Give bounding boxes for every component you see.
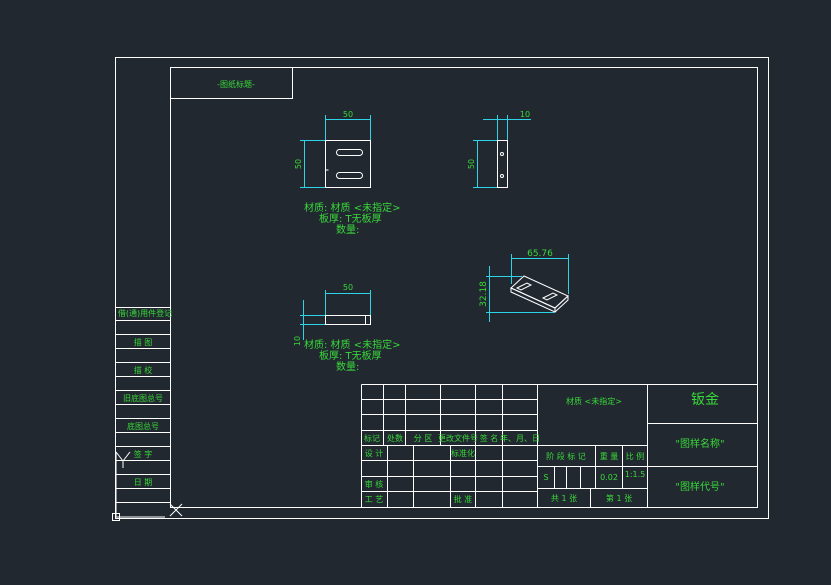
tb-approve: 批 准 [454, 494, 473, 504]
top-view-height-dim: 10 [293, 336, 302, 346]
top-view[interactable]: 50 10 [293, 283, 371, 346]
tb-header-sign: 签 名 [480, 433, 499, 443]
outer-frame [115, 57, 769, 519]
side-view-height-dim: 50 [467, 159, 476, 169]
stamp-box-label: -图纸标题- [217, 79, 255, 89]
left-strip-label: 底图总号 [127, 421, 159, 431]
notes-block-2: 材质: 材质 <未指定> 板厚: T无板厚 数量: [304, 338, 400, 373]
left-strip-label: 日 期 [134, 478, 153, 487]
left-strip-label: 借(通)用件登记 [118, 308, 172, 318]
side-view[interactable]: 10 50 [467, 110, 531, 188]
front-view-width-dim: 50 [343, 110, 353, 119]
note-line: 板厚: T无板厚 [319, 212, 382, 225]
tb-stage-mark: 阶 段 标 记 [546, 451, 586, 461]
left-strip-label: 旧底图总号 [123, 393, 163, 403]
note-line: 数量: [336, 223, 359, 236]
left-strip-labels: 借(通)用件登记 描 图 描 校 旧底图总号 底图总号 签 字 日 期 [118, 308, 172, 487]
iso-view-side-face [554, 294, 569, 314]
front-view[interactable]: 50 50 [294, 110, 371, 188]
tb-header-mark: 标记 [364, 433, 380, 443]
tb-stage-s: S [543, 473, 548, 482]
tb-review: 审 核 [365, 479, 384, 489]
note-line: 材质: 材质 <未指定> [304, 338, 400, 351]
tb-header-date: 年、月、日 [500, 433, 540, 443]
ucs-icon [112, 451, 183, 521]
title-block-text: 标记 处数 分 区 更改文件号 签 名 年、月、日 设 计 标准化 审 核 工 … [364, 396, 725, 504]
notes-block-1: 材质: 材质 <未指定> 板厚: T无板厚 数量: [304, 201, 400, 236]
tb-sheet-no: 第 1 张 [606, 493, 632, 503]
title-block [361, 384, 758, 508]
iso-view-slot [515, 282, 533, 291]
left-strip [115, 307, 171, 503]
side-view-outline [497, 140, 508, 188]
tb-header-zone: 分 区 [414, 434, 433, 443]
top-view-outline [325, 315, 371, 325]
tb-process: 工 艺 [365, 495, 384, 504]
tb-scale: 比 例 [626, 451, 645, 461]
front-view-outline [325, 140, 371, 188]
note-line: 板厚: T无板厚 [319, 349, 382, 362]
tb-weight-value: 0.02 [600, 473, 618, 482]
left-strip-label: 描 校 [134, 365, 153, 375]
inner-frame [170, 67, 758, 508]
tb-drawing-name: "图样名称" [675, 437, 724, 450]
stamp-box [170, 67, 293, 99]
iso-view-height-dim: 32.18 [479, 281, 489, 307]
iso-view[interactable]: 65.76 32.18 [479, 249, 569, 322]
iso-view-slot [541, 292, 559, 301]
front-view-slot [336, 172, 363, 179]
tb-header-change-doc: 更改文件号 [438, 433, 478, 443]
tb-design: 设 计 [365, 448, 384, 458]
tb-scale-value: 1:1.5 [625, 470, 646, 479]
tb-sheets-total: 共 1 张 [551, 494, 577, 503]
drawing-frame [115, 57, 769, 519]
tb-header-count: 处数 [387, 433, 403, 443]
front-view-slot [336, 149, 363, 156]
note-line: 材质: 材质 <未指定> [304, 201, 400, 214]
left-strip-label: 签 字 [134, 449, 153, 459]
front-view-height-dim: 50 [294, 159, 303, 169]
tb-weight: 重 量 [600, 451, 619, 461]
left-strip-label: 描 图 [134, 337, 153, 347]
iso-view-width-dim: 65.76 [527, 249, 553, 259]
tb-part-name: 钣金 [691, 392, 719, 408]
side-view-width-dim: 10 [520, 110, 530, 119]
top-view-width-dim: 50 [343, 283, 353, 292]
iso-view-front-face [510, 287, 556, 313]
note-line: 数量: [336, 360, 359, 373]
tb-material: 材质 <未指定> [566, 396, 622, 406]
tb-drawing-code: "图样代号" [675, 480, 724, 493]
tb-standard: 标准化 [451, 448, 475, 458]
